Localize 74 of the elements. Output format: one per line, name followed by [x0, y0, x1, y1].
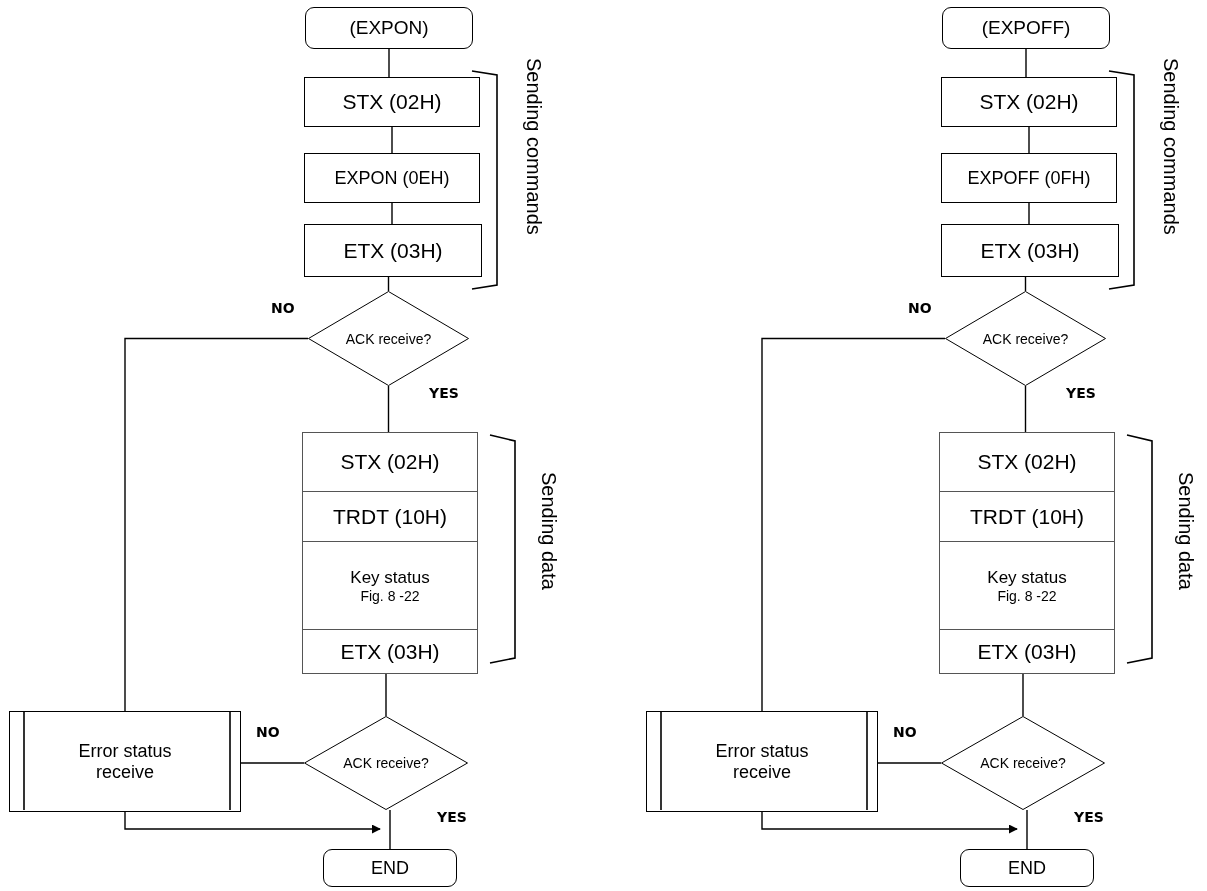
decision-diamond: [304, 716, 468, 810]
data-frame-box: [939, 432, 1115, 674]
terminal-box: [942, 7, 1110, 49]
node-label: EXPOFF (0FH): [967, 167, 1091, 189]
terminal-box: [305, 7, 473, 49]
node-label: Key status: [987, 567, 1067, 588]
group-label: Sending commands: [1159, 58, 1182, 235]
group-label: Sending data: [537, 472, 560, 590]
decision-diamond: [308, 291, 469, 386]
edge-label: YES: [1073, 809, 1105, 825]
arrow: [124, 811, 381, 834]
node-label: ACK receive?: [343, 755, 429, 771]
process-box: [941, 77, 1117, 127]
decision-diamond: [945, 291, 1106, 386]
node-label: STX (02H): [340, 450, 440, 474]
edge-label: NO: [907, 300, 933, 316]
node-label: ACK receive?: [980, 755, 1066, 771]
group-label: Sending commands: [522, 58, 545, 235]
connector-line: [1026, 809, 1028, 850]
node-label: Error status receive: [77, 740, 173, 783]
node-label: END: [1008, 857, 1046, 879]
node-label: ETX (03H): [343, 238, 443, 263]
connector-line: [387, 385, 390, 433]
connector-line: [391, 126, 393, 154]
node-label: ETX (03H): [340, 639, 440, 664]
edge-label: NO: [255, 724, 281, 740]
decision-diamond: [941, 716, 1105, 810]
node-label: TRDT (10H): [970, 504, 1084, 529]
node-label: (EXPOFF): [981, 17, 1071, 39]
connector-line: [1028, 202, 1030, 225]
node-label: ACK receive?: [345, 330, 432, 347]
connector-line: [1024, 385, 1027, 433]
node-label: TRDT (10H): [333, 504, 447, 529]
node-label: Fig. 8 -22: [997, 587, 1057, 604]
node-label: STX (02H): [977, 450, 1077, 474]
node-label: STX (02H): [979, 90, 1079, 114]
data-frame-box: [302, 432, 478, 674]
edge-label: YES: [428, 385, 460, 401]
node-label: END: [371, 857, 409, 879]
node-label: Fig. 8 -22: [360, 587, 420, 604]
connector-line: [1025, 48, 1027, 78]
process-box: [304, 77, 480, 127]
process-box: [304, 224, 482, 277]
predefined-process-box: [9, 711, 241, 812]
connector-line: [1022, 673, 1024, 717]
connector-line: [240, 762, 305, 764]
process-box: [941, 153, 1117, 203]
predefined-process-box: [646, 711, 878, 812]
terminal-box: [323, 849, 457, 887]
node-label: ACK receive?: [982, 330, 1069, 347]
edge-label: NO: [270, 300, 296, 316]
connector-line: [1028, 126, 1030, 154]
connector-line: [388, 48, 390, 78]
connector-line: [124, 337, 309, 712]
connector-line: [761, 337, 946, 712]
node-label: ETX (03H): [977, 639, 1077, 664]
connector-line: [385, 673, 387, 717]
node-label: Error status receive: [714, 740, 810, 783]
edge-label: YES: [436, 809, 468, 825]
node-label: STX (02H): [342, 90, 442, 114]
arrow: [761, 811, 1018, 834]
node-label: ETX (03H): [980, 238, 1080, 263]
node-label: (EXPON): [349, 17, 429, 39]
process-box: [941, 224, 1119, 277]
group-label: Sending data: [1174, 472, 1197, 590]
terminal-box: [960, 849, 1094, 887]
connector-line: [391, 202, 393, 225]
edge-label: NO: [892, 724, 918, 740]
node-label: Key status: [350, 567, 430, 588]
node-label: EXPON (0EH): [334, 167, 450, 189]
connector-line: [877, 762, 942, 764]
edge-label: YES: [1065, 385, 1097, 401]
connector-line: [389, 809, 391, 850]
process-box: [304, 153, 480, 203]
